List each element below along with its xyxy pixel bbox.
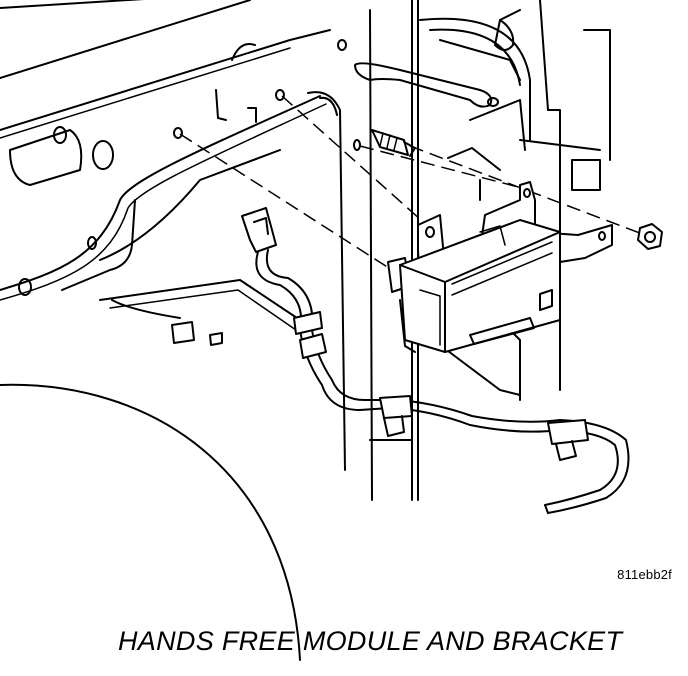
nut bbox=[637, 223, 663, 250]
mounting-holes bbox=[173, 89, 361, 151]
stud bbox=[371, 129, 416, 157]
door-inner-panel bbox=[0, 0, 346, 661]
alignment-lines bbox=[179, 95, 646, 271]
b-pillar bbox=[337, 0, 611, 501]
figure-caption: HANDS FREE MODULE AND BRACKET bbox=[118, 626, 623, 656]
hands-free-module bbox=[399, 219, 561, 353]
reference-code: 811ebb2f bbox=[617, 567, 672, 582]
wiring-harness bbox=[241, 207, 630, 514]
